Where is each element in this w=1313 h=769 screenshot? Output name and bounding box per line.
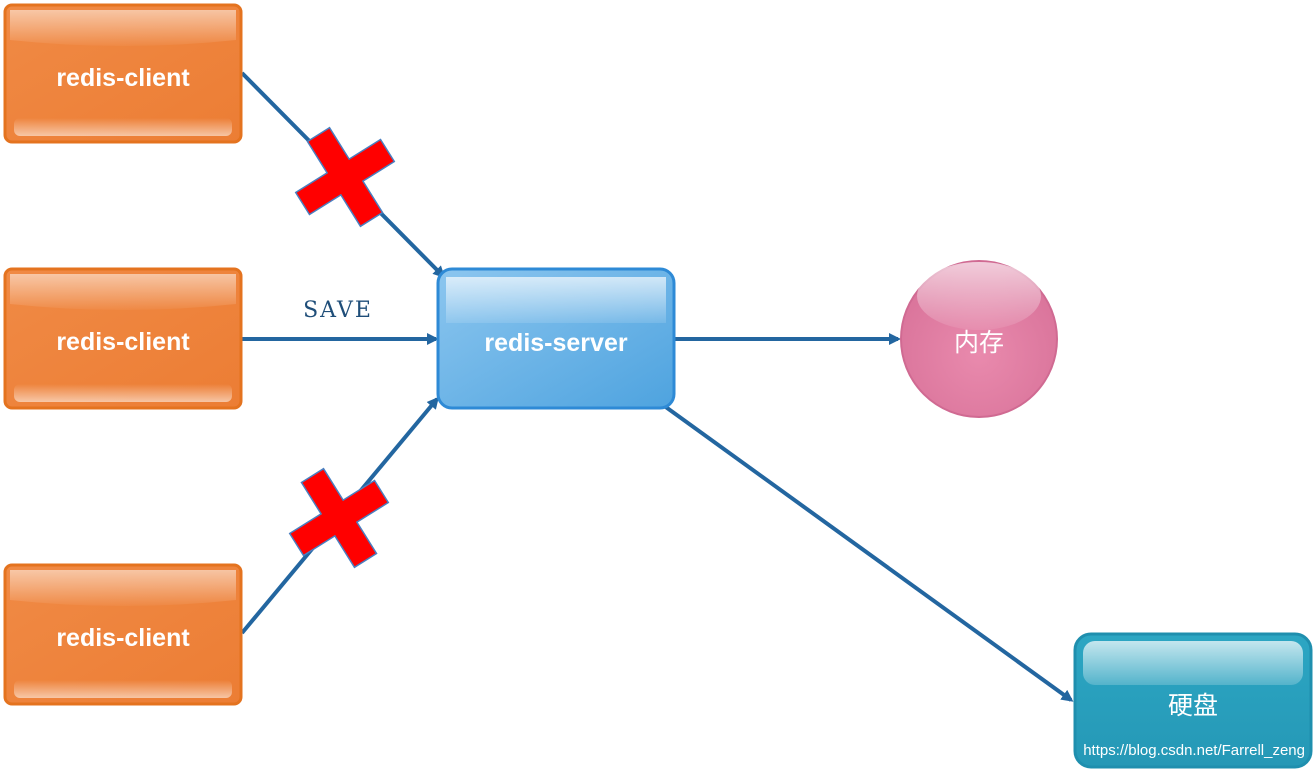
disk-label: 硬盘 <box>1168 691 1218 720</box>
redis-client-node-top: redis-client <box>3 3 243 144</box>
save-edge-label: SAVE <box>303 298 373 323</box>
blocked-cross-bottom <box>288 467 390 569</box>
disk-node: 硬盘 <box>1073 632 1313 769</box>
memory-node: 内存 <box>900 260 1058 418</box>
redis-server-label: redis-server <box>484 329 627 357</box>
blocked-cross-top <box>294 126 396 228</box>
memory-label: 内存 <box>954 328 1004 357</box>
redis-client-node-middle: redis-client <box>3 267 243 410</box>
watermark-text: https://blog.csdn.net/Farrell_zeng <box>1083 742 1305 759</box>
arrow-server-to-disk <box>661 403 1074 702</box>
redis-server-node: redis-server <box>436 267 676 410</box>
redis-client-label-bottom: redis-client <box>56 624 190 652</box>
redis-client-label-middle: redis-client <box>56 328 190 356</box>
redis-client-node-bottom: redis-client <box>3 563 243 706</box>
redis-client-label-top: redis-client <box>56 64 190 92</box>
